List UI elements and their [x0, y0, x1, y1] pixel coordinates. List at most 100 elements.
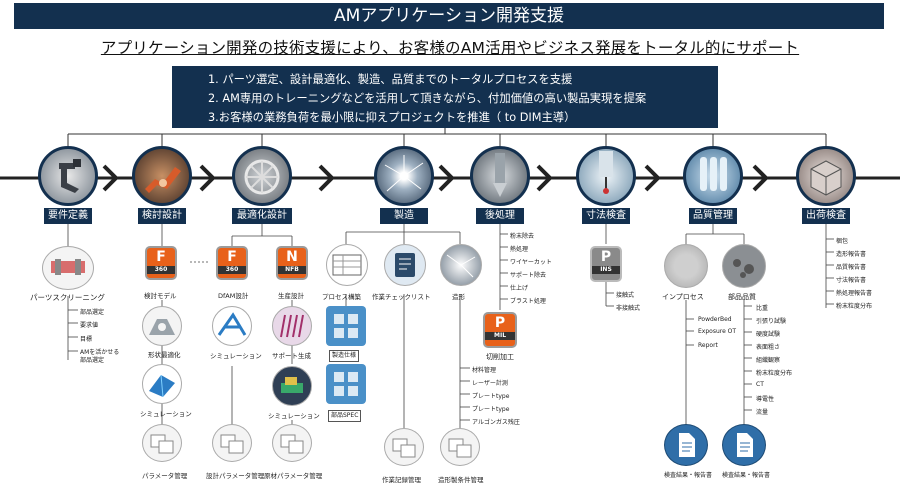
req-item-target: 目標	[80, 336, 93, 343]
post-plate-type-1: プレートtype	[472, 393, 510, 400]
parts-quality-label: 部品品質	[728, 293, 756, 301]
ship-build-report: 造形報告書	[836, 251, 867, 258]
app-grid-icon	[334, 372, 358, 396]
stage-label-shipping: 出荷検査	[802, 208, 850, 224]
documents-icon	[392, 438, 416, 458]
sim-truss-icon	[217, 312, 247, 336]
report-document-icon	[679, 433, 695, 457]
stage-quality-image	[683, 146, 743, 206]
qc-particle-size: 粉末粒度分布	[756, 370, 793, 377]
shape-opt-label: 形状最適化	[148, 351, 181, 359]
parts-report-image	[722, 424, 766, 466]
checklist-image	[384, 244, 426, 286]
sim-bracket-icon	[149, 374, 175, 398]
stage-shipping-image	[796, 146, 856, 206]
robot-arm-icon	[145, 167, 181, 193]
production-design-label: 生産設計	[278, 292, 304, 300]
req-item-am-fit-1: AMを活かせる	[80, 349, 120, 356]
shape-opt-image	[142, 306, 182, 346]
qc-roughness: 表面粗さ	[756, 344, 781, 351]
test-tubes-icon	[700, 157, 727, 191]
support-structure-icon	[280, 314, 304, 338]
stage-label-inspection: 寸法検査	[582, 208, 630, 224]
design-sim-label: シミュレーション	[140, 410, 192, 418]
build-cond-label: 造形製条件管理	[438, 476, 484, 484]
stage-label-postprocess: 後処理	[476, 208, 524, 224]
machining-tool-icon	[493, 153, 507, 197]
parts-report-label: 検査結果・報告書	[722, 472, 771, 479]
ship-packing: 梱包	[836, 238, 849, 245]
summary-box: 1. パーツ選定、設計最適化、製造、品質までのトータルプロセスを支援 2. AM…	[172, 66, 718, 128]
qc-exposure-ot: Exposure OT	[698, 328, 737, 335]
stage-label-optimization: 最適化設計	[232, 208, 292, 224]
probe-icon	[599, 151, 613, 194]
qc-report: Report	[698, 342, 718, 349]
build-label: 造形	[452, 293, 465, 301]
qc-ct: CT	[756, 381, 764, 388]
design-sim-image	[142, 364, 182, 404]
qc-density: 比重	[756, 305, 769, 312]
stage-postprocess-image	[470, 146, 530, 206]
process-build-image	[326, 244, 368, 286]
opt-sim-label: シミュレーション	[210, 352, 262, 360]
stage-label-manufacturing: 製造	[380, 208, 428, 224]
build-sim-label: シミュレーション	[268, 412, 320, 420]
design-param-image	[212, 424, 252, 462]
inprocess-label: インプロセス	[662, 293, 704, 301]
param-mgmt-label: パラメータ管理	[142, 472, 188, 480]
laser-icon	[446, 254, 476, 278]
post-item-heat: 熱処理	[510, 246, 529, 253]
ship-heat-report: 熱処理報告書	[836, 290, 873, 297]
mfg-spec-tag: 製造仕様	[329, 350, 360, 362]
opt-sim-image	[212, 306, 252, 346]
support-gen-label: サポート生成	[272, 352, 311, 360]
material-param-image	[272, 424, 312, 462]
page-title: AMアプリケーション開発支援	[14, 3, 884, 29]
req-item-requirement: 要求値	[80, 322, 99, 329]
spreadsheet-icon	[332, 254, 362, 276]
bracket-icon	[59, 159, 81, 193]
post-argon: アルゴンガス残圧	[472, 419, 520, 426]
post-item-support: サポート除去	[510, 272, 547, 279]
stage-requirements-image	[38, 146, 98, 206]
post-item-wire: ワイヤーカット	[510, 259, 552, 266]
material-param-label: 原材パラメータ管理	[264, 472, 323, 480]
dfam-label: DfAM設計	[218, 292, 249, 300]
mfg-spec-app-icon	[326, 306, 366, 346]
qc-flow: 流量	[756, 409, 769, 416]
part-screening-icon	[51, 259, 85, 275]
qc-microstructure: 組織観察	[756, 357, 781, 364]
req-item-selection: 部品選定	[80, 309, 105, 316]
parts-spec-app-icon	[326, 364, 366, 404]
inprocess-report-image	[664, 424, 708, 466]
stage-label-design: 検討設計	[138, 208, 186, 224]
qc-hardness: 硬度試験	[756, 331, 781, 338]
ship-dimension-report: 寸法報告書	[836, 277, 867, 284]
build-cond-image	[440, 428, 480, 466]
inprocess-report-label: 検査結果・報告書	[664, 472, 713, 479]
screening-label: パーツスクリーニング	[30, 293, 105, 302]
lattice-wheel-icon	[244, 159, 280, 195]
ship-particle-dist: 粉末粒度分布	[836, 303, 873, 310]
cutting-label: 切削加工	[486, 353, 514, 361]
post-plate-type-2: プレートtype	[472, 406, 510, 413]
design-model-label: 検討モデル	[144, 292, 177, 300]
post-item-powder: 粉末除去	[510, 233, 535, 240]
documents-icon	[220, 434, 244, 454]
contact-label: 接触式	[616, 292, 635, 299]
summary-item-3: 3.お客様の業務負荷を最小限に抑えプロジェクトを推進（ to DIM主導）	[208, 111, 576, 124]
post-item-blast: ブラスト処理	[510, 298, 546, 305]
checklist-label: 作業チェックリスト	[372, 293, 431, 301]
support-gen-image	[272, 306, 312, 346]
qc-tensile: 引張り試験	[756, 318, 787, 325]
laser-spark-icon	[384, 155, 424, 192]
app-grid-icon	[334, 314, 358, 338]
stage-design-image	[132, 146, 192, 206]
post-material-mgmt: 材料管理	[472, 367, 497, 374]
work-log-image	[384, 428, 424, 466]
noncontact-label: 非接触式	[616, 305, 641, 312]
req-item-am-fit-2: 部品選定	[80, 357, 105, 364]
parts-quality-image	[722, 244, 766, 288]
